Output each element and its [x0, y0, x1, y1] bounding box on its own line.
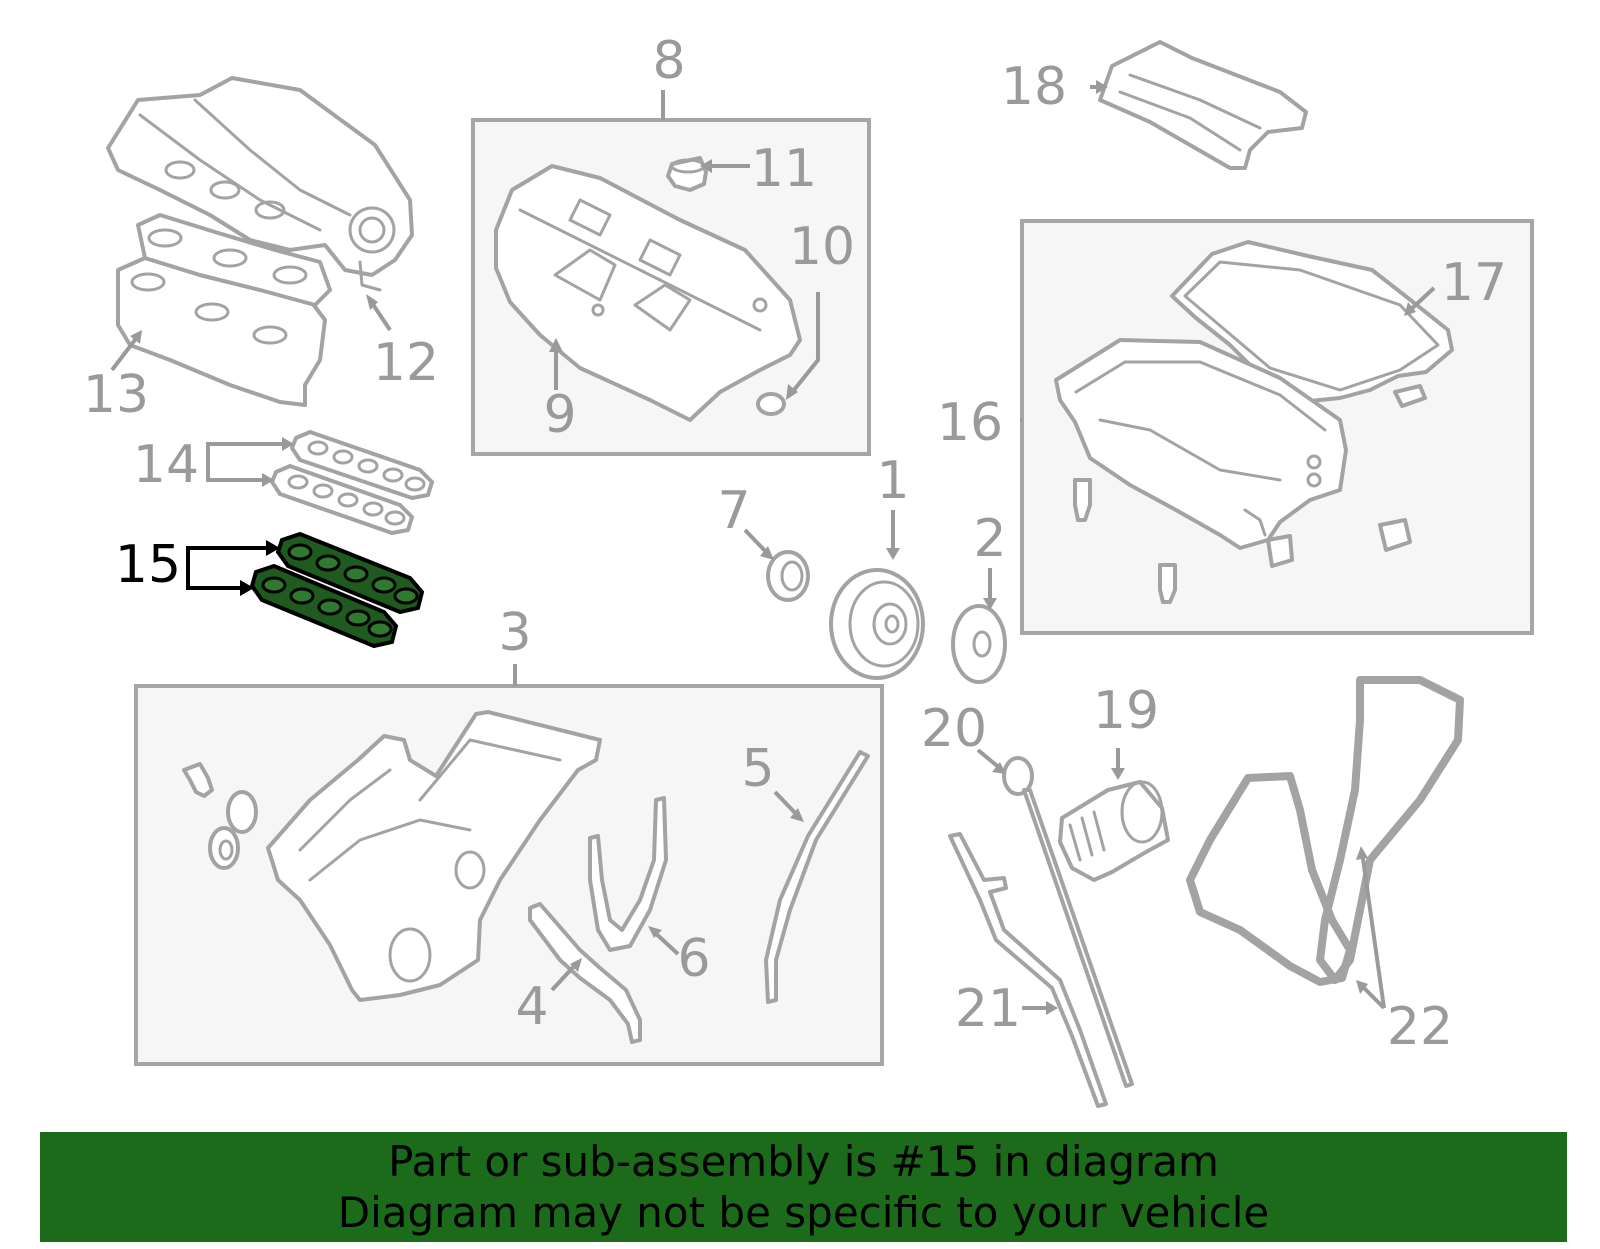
callout-3: 3 [498, 603, 531, 663]
info-banner: Part or sub-assembly is #15 in diagram D… [40, 1132, 1567, 1242]
part-18-heat-shield[interactable] [1098, 40, 1308, 170]
part-10-grommet[interactable] [756, 392, 786, 416]
part-14-gasket-lower[interactable] [270, 464, 414, 535]
callout-13: 13 [83, 365, 149, 425]
part-6-gasket[interactable] [588, 796, 668, 952]
callout-22: 22 [1387, 997, 1453, 1057]
callout-20: 20 [921, 699, 987, 759]
part-9-valve-cover[interactable] [494, 164, 802, 422]
callout-14: 14 [133, 435, 199, 495]
callout-12: 12 [373, 333, 439, 393]
part-3-timing-cover[interactable] [266, 710, 602, 1002]
callout-4: 4 [515, 977, 548, 1037]
part-14-gasket-upper[interactable] [290, 430, 434, 500]
callout-18: 18 [1001, 57, 1067, 117]
callout-6: 6 [677, 929, 710, 989]
callout-1: 1 [876, 451, 909, 511]
callout-7: 7 [717, 481, 750, 541]
part-16-oil-pan[interactable] [1054, 338, 1348, 550]
part-15-intake-gasket-highlighted[interactable] [249, 531, 425, 649]
part-2-washer[interactable] [951, 604, 1007, 684]
banner-line-1: Part or sub-assembly is #15 in diagram [388, 1137, 1219, 1186]
part-20-dipstick[interactable] [1002, 756, 1134, 1088]
callout-11: 11 [751, 139, 817, 199]
part-4-timing-cover-gasket[interactable] [528, 902, 642, 1044]
part-7-front-seal[interactable] [766, 550, 810, 602]
part-13-intake-spacer[interactable] [116, 213, 332, 407]
part-22-timing-chains[interactable] [1186, 676, 1464, 986]
part-21-dipstick-tube[interactable] [948, 832, 1108, 1108]
part-1-crankshaft-pulley[interactable] [829, 568, 925, 680]
callout-2: 2 [973, 509, 1006, 569]
callout-15: 15 [115, 535, 181, 595]
callout-19: 19 [1093, 681, 1159, 741]
part-3-bolt-and-seal [182, 762, 258, 870]
part-5-chain-guide[interactable] [764, 750, 870, 1004]
callout-5: 5 [741, 739, 774, 799]
callout-17: 17 [1441, 253, 1507, 313]
leader-arrowheads [130, 80, 1416, 1015]
part-19-oil-filter[interactable] [1058, 780, 1170, 882]
callout-8: 8 [652, 31, 685, 91]
banner-line-2: Diagram may not be specific to your vehi… [337, 1188, 1270, 1237]
callout-16: 16 [937, 393, 1003, 453]
part-11-oil-cap[interactable] [666, 156, 708, 192]
leader-15-highlighted [186, 540, 280, 596]
callout-21: 21 [955, 979, 1021, 1039]
callout-10: 10 [789, 217, 855, 277]
callout-9: 9 [543, 385, 576, 445]
part-16-bolts [1073, 384, 1427, 604]
part-12-intake-manifold[interactable] [106, 76, 414, 292]
